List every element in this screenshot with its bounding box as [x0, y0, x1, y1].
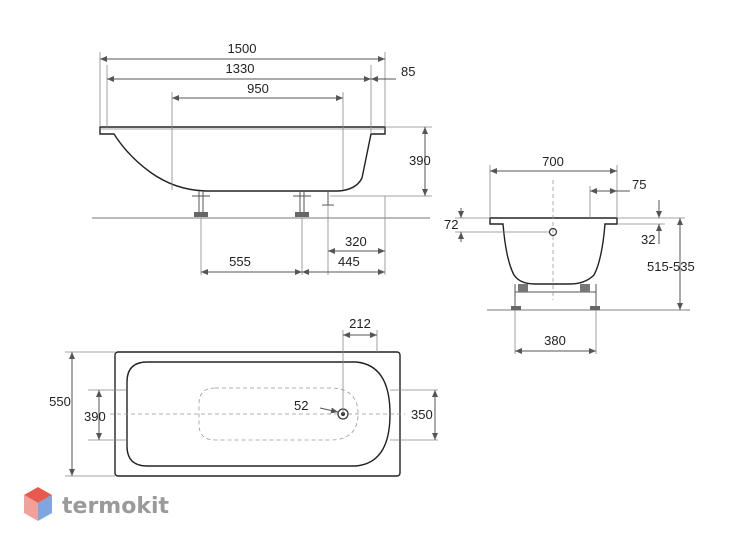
dim-drain-offset-top: 212: [349, 316, 371, 331]
dim-rim-height: 32: [641, 232, 655, 247]
tub-leg-left: [192, 191, 210, 217]
tub-leg-right: [293, 191, 311, 217]
dim-rim-offset: 85: [401, 64, 415, 79]
dim-outer-width: 550: [49, 394, 71, 409]
dim-inner-width: 390: [84, 409, 106, 424]
dim-rim-width: 75: [632, 177, 646, 192]
dim-overflow-height: 72: [444, 217, 458, 232]
dim-height: 390: [409, 153, 431, 168]
dim-narrow-width: 350: [411, 407, 433, 422]
dim-feet-width: 380: [544, 333, 566, 348]
dim-leg-to-end: 445: [338, 254, 360, 269]
top-view: 550 390 350 212 52: [49, 316, 438, 477]
dim-total-length: 1500: [228, 41, 257, 56]
dim-drain-offset: 320: [345, 234, 367, 249]
dim-total-height: 515-535: [647, 259, 695, 274]
end-view: 700 75 72 32 515-535 380: [444, 154, 695, 354]
hexagon-logo-icon: [24, 487, 52, 521]
dim-leg-spacing: 555: [229, 254, 251, 269]
brand-name: termokit: [62, 494, 169, 519]
dim-bottom-length: 950: [247, 81, 269, 96]
side-view: 1500 1330 85 950 390 320 555 445: [92, 41, 432, 275]
dim-width: 700: [542, 154, 564, 169]
brand-logo: termokit: [24, 487, 169, 521]
dim-inner-length: 1330: [226, 61, 255, 76]
dim-drain-diameter: 52: [294, 398, 308, 413]
